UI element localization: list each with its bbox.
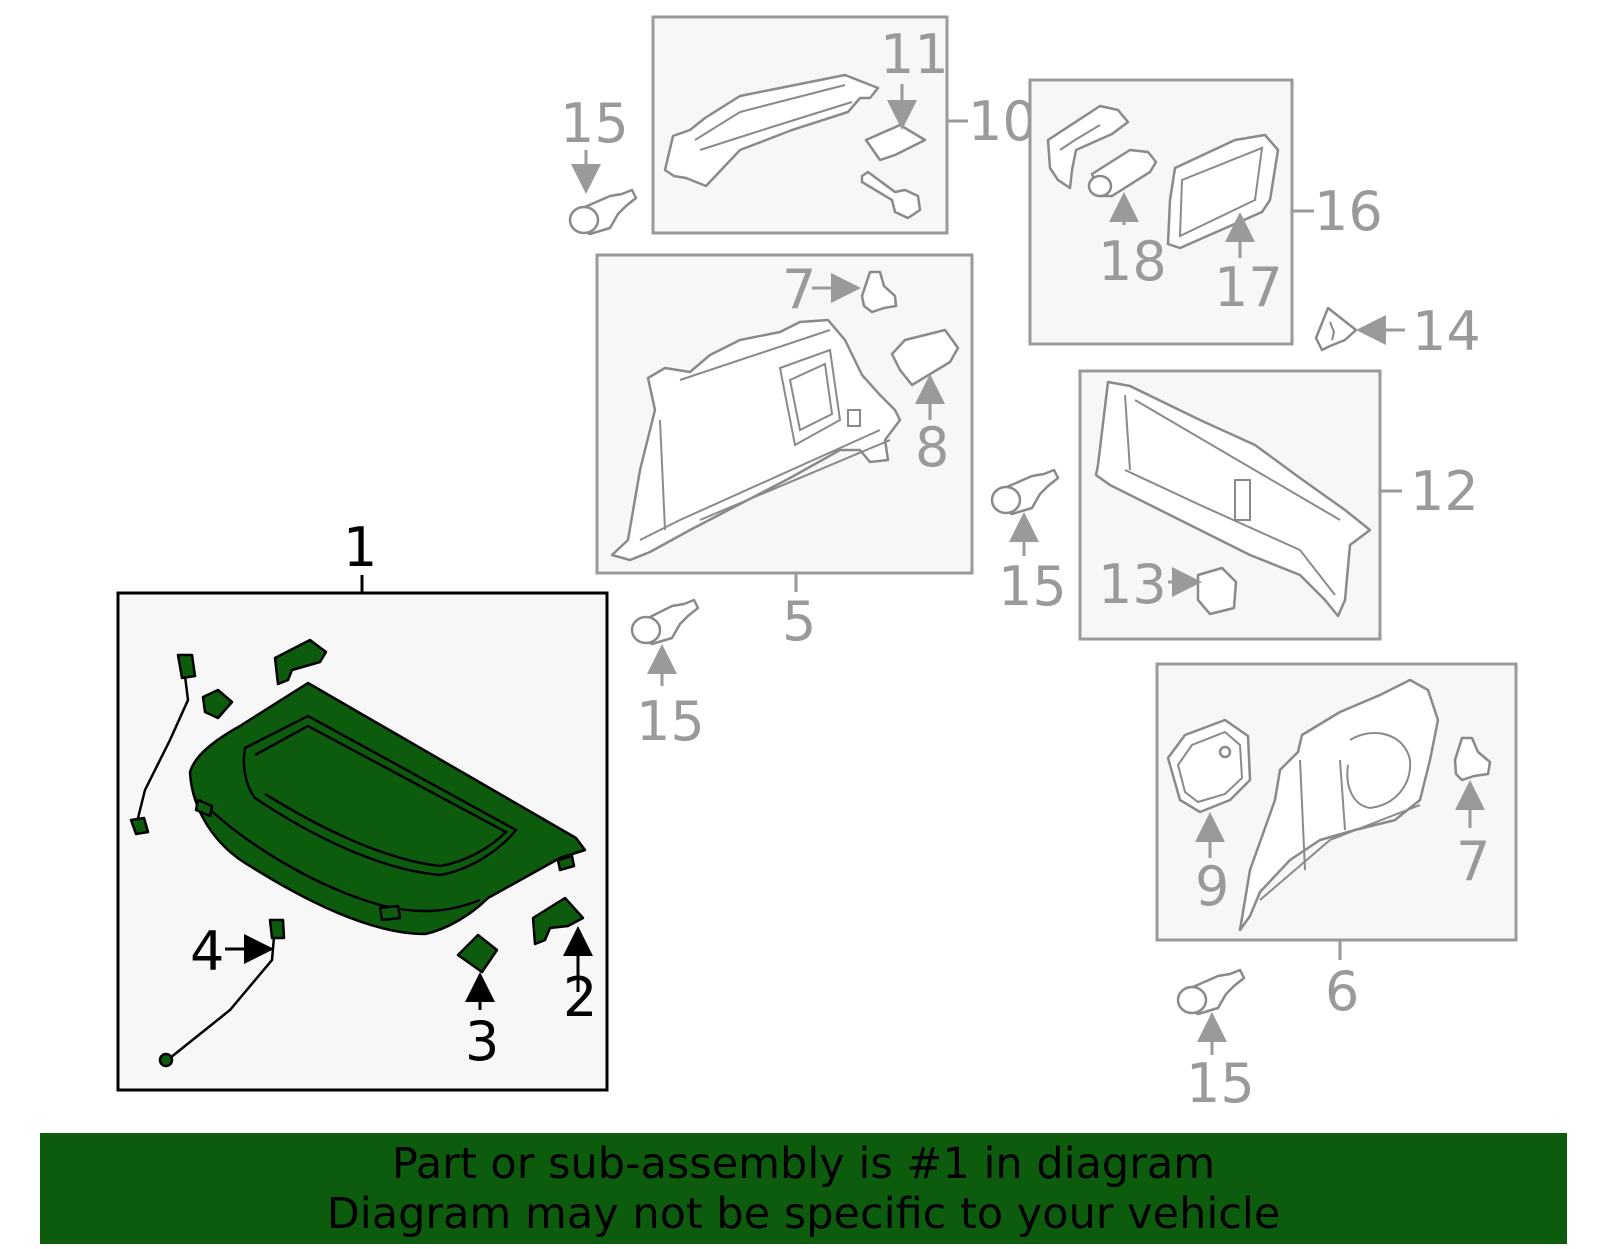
callout-6: 6: [1325, 960, 1359, 1023]
assembly-10-group: 10 11: [651, 15, 1037, 235]
banner-line-2: Diagram may not be specific to your vehi…: [326, 1188, 1281, 1239]
callout-15-middle: 15: [998, 555, 1067, 618]
callout-7-bottom: 7: [1456, 830, 1490, 893]
info-banner: Part or sub-assembly is #1 in diagram Di…: [40, 1133, 1567, 1244]
callout-4: 4: [190, 920, 224, 983]
callout-15-top: 15: [560, 92, 629, 155]
callout-2: 2: [563, 966, 597, 1029]
callout-15-bottom: 15: [1186, 1052, 1255, 1115]
callout-1: 1: [343, 516, 377, 579]
fastener-15c: 15: [990, 468, 1067, 618]
trim-strip: [663, 73, 880, 188]
assembly-6-group: 6 9 7: [1155, 662, 1518, 1023]
callout-11: 11: [880, 23, 949, 86]
side-trim-panel: [1238, 678, 1440, 932]
callout-17: 17: [1214, 256, 1283, 319]
banner-line-1: Part or sub-assembly is #1 in diagram: [391, 1138, 1216, 1189]
part-14-group: 14: [1314, 300, 1481, 363]
hook-pin: [860, 170, 922, 220]
cover-clip: [201, 688, 234, 720]
part-8-cover: [890, 328, 960, 387]
fastener-15b: 15: [630, 598, 705, 753]
callout-7-top: 7: [782, 258, 816, 321]
part-2-bracket: [531, 896, 585, 946]
part-7-clip-top: [860, 270, 898, 314]
callout-5: 5: [782, 590, 816, 653]
cargo-cover-panel: [188, 681, 587, 936]
callout-16: 16: [1314, 180, 1383, 243]
light-bracket: [1046, 104, 1130, 190]
part-7-clip-bottom: [1453, 736, 1492, 782]
part-3-pad: [456, 933, 499, 974]
part-17-lamp: [1166, 133, 1280, 250]
part-13-tag: [1196, 566, 1238, 616]
upper-strap: [135, 659, 190, 823]
callout-18: 18: [1098, 230, 1167, 293]
rear-sill-panel: [1094, 380, 1372, 618]
fastener-15a: 15: [560, 92, 638, 236]
assembly-5-group: 5 7 8: [595, 253, 974, 653]
callout-3: 3: [465, 1010, 499, 1073]
callout-10: 10: [968, 90, 1037, 153]
assembly-1-group: 1 2 3 4: [116, 516, 609, 1092]
callout-13: 13: [1098, 553, 1167, 616]
fastener-15d: 15: [1176, 968, 1255, 1115]
callout-8: 8: [915, 416, 949, 479]
callout-12: 12: [1410, 460, 1479, 523]
callout-15-left: 15: [636, 690, 705, 753]
bracket-top: [273, 638, 328, 686]
assembly-16-group: 16 18 17: [1028, 78, 1383, 346]
callout-14: 14: [1412, 300, 1481, 363]
callout-9: 9: [1195, 855, 1229, 918]
part-14-clip: [1314, 306, 1358, 352]
assembly-12-group: 12 13: [1078, 369, 1479, 641]
